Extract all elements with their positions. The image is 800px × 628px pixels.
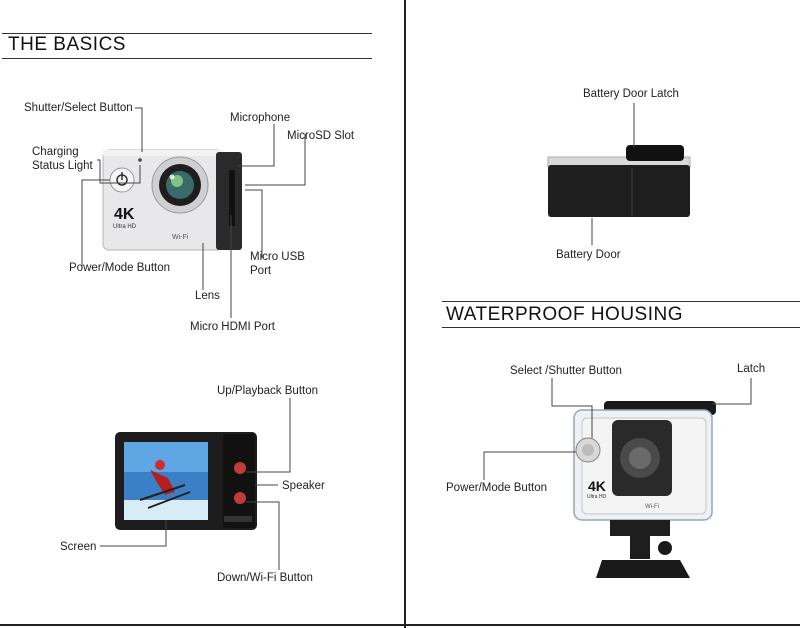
bottom-border (0, 624, 800, 626)
label-housing-power-mode: Power/Mode Button (446, 482, 548, 494)
front-camera-wifi-text: Wi-Fi (172, 234, 189, 241)
label-shutter-select: Shutter/Select Button (24, 102, 133, 114)
label-battery-door-latch: Battery Door Latch (583, 88, 679, 100)
label-micro-hdmi: Micro HDMI Port (190, 321, 275, 333)
front-camera-4k-text: 4K (114, 206, 135, 223)
label-power-mode: Power/Mode Button (69, 262, 171, 274)
housing-camera-4k-text: 4K (588, 478, 606, 494)
label-battery-door: Battery Door (556, 249, 621, 261)
basics-title: THE BASICS (8, 34, 126, 55)
basics-title-rule-bottom (2, 58, 372, 59)
column-divider (404, 0, 406, 628)
label-down-wifi: Down/Wi-Fi Button (217, 572, 313, 584)
label-micro-usb-2: Port (250, 265, 272, 277)
label-charging-2: Status Light (32, 160, 93, 172)
back-camera-brand-text (224, 516, 252, 522)
housing-title-rule-top (442, 301, 800, 302)
housing-title: WATERPROOF HOUSING (446, 304, 683, 325)
label-housing-latch: Latch (737, 363, 766, 375)
housing-camera-ultrahd-text: Ultra HD (587, 494, 607, 500)
label-microsd-slot: MicroSD Slot (287, 130, 355, 142)
label-lens: Lens (195, 290, 220, 302)
label-microphone: Microphone (230, 112, 291, 124)
basics-title-rule-top (2, 33, 372, 34)
label-up-playback: Up/Playback Button (217, 385, 319, 397)
label-screen: Screen (60, 541, 97, 553)
label-speaker: Speaker (282, 480, 325, 492)
housing-title-rule-bottom (442, 327, 800, 328)
label-charging-1: Charging (32, 146, 79, 158)
label-micro-usb-1: Micro USB (250, 251, 305, 263)
front-camera-ultrahd-text: Ultra HD (113, 224, 137, 230)
label-select-shutter: Select /Shutter Button (510, 365, 622, 377)
housing-camera-wifi-text: Wi-Fi (645, 504, 659, 510)
